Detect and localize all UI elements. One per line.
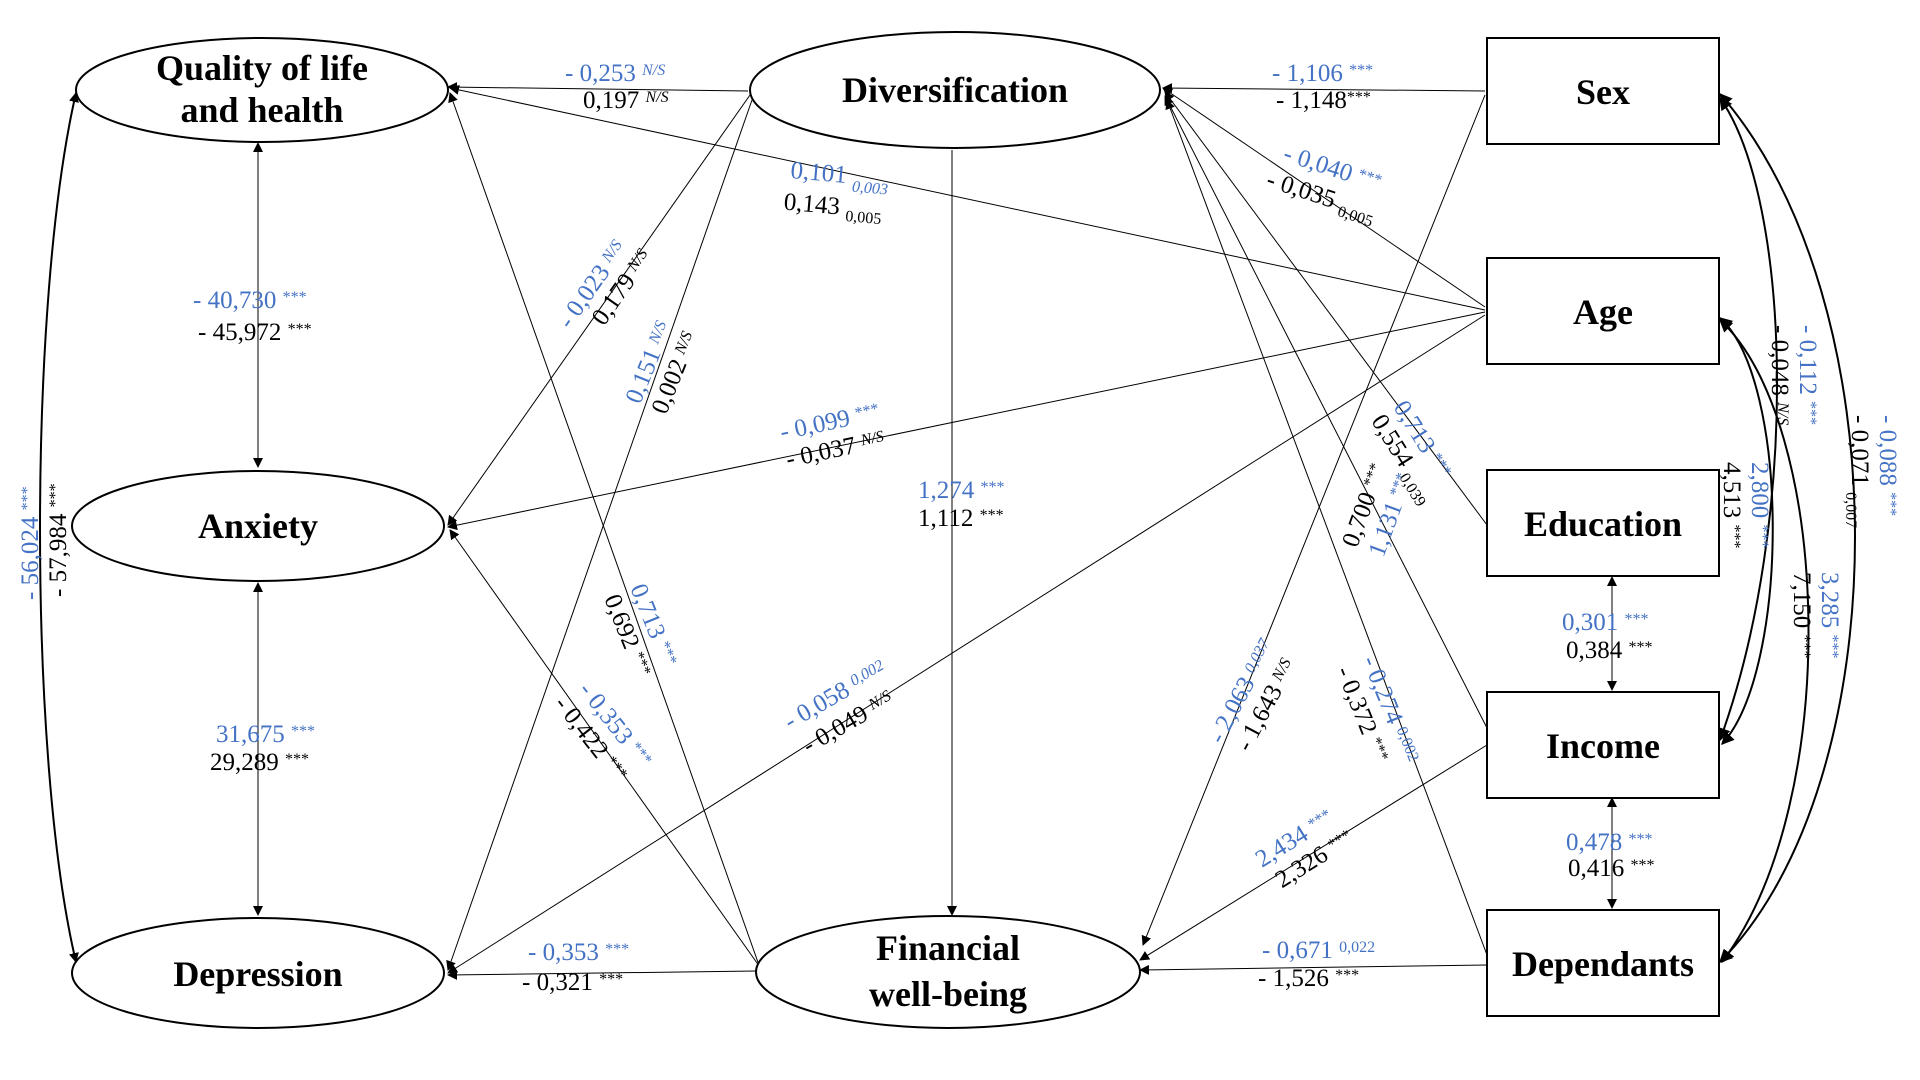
coef-inc-depd-blue: 0,478 ***: [1566, 829, 1653, 856]
node-quality-of-life: [75, 37, 449, 143]
edge-age-dependants: [1719, 319, 1810, 964]
coef-div-qol-black: 0,197 N/S: [583, 87, 669, 114]
coef-age-depd: 3,285 *** 7,150 ***: [1788, 572, 1843, 659]
coef-edu-inc-black: 0,384 ***: [1566, 637, 1653, 664]
node-dependants: [1486, 909, 1720, 1017]
coef-div-fwb-black: 1,112 ***: [918, 505, 1004, 532]
coefficients: - 0,253 N/S 0,197 N/S - 1,106 *** - 1,14…: [17, 60, 1901, 996]
node-depression: [71, 917, 445, 1029]
coef-age-inc-black: 4,513 ***: [1718, 462, 1745, 549]
node-education: [1486, 469, 1720, 577]
edge-sex-dependants: [1719, 93, 1856, 963]
coef-age-inc: 2,800 *** 4,513 ***: [1718, 462, 1773, 549]
coef-sex-age: - 0,112 *** - 0,048 N/S: [1766, 325, 1821, 425]
coef-age-qol-black: 0,143 0,005: [782, 189, 883, 228]
node-label-dependants: Dependants: [1512, 944, 1694, 984]
edge-div-qol: [447, 82, 749, 93]
coef-qol-anx-black: - 45,972 ***: [198, 319, 312, 346]
coef-qol-dep-blue: - 56,024 ***: [17, 486, 44, 600]
node-label-education: Education: [1524, 504, 1682, 544]
edge-sex-age: [1717, 96, 1779, 742]
coef-inc-fwb: 2,434 *** 2,326 ***: [1251, 806, 1354, 894]
edge-age-income: [1719, 317, 1774, 745]
coef-age-inc-blue: 2,800 ***: [1746, 462, 1773, 549]
node-income: [1486, 691, 1720, 799]
edge-sex-fwb: [1141, 94, 1486, 946]
coef-age-anx: - 0,099 *** - 0,037 N/S: [778, 400, 886, 473]
node-label-qol-1: Quality of life: [156, 48, 368, 88]
edge-div-depression: [446, 99, 753, 971]
node-label-fwb-1: Financial: [876, 928, 1020, 968]
coef-sex-div-black: - 1,148***: [1276, 87, 1371, 114]
node-financial-well-being: [755, 915, 1141, 1029]
edges: [39, 82, 1856, 980]
coef-depd-fwb-blue: - 0,671 0,022: [1262, 937, 1375, 964]
node-diversification: [749, 31, 1161, 149]
coef-qol-dep: - 56,024 *** - 57,984 ***: [17, 483, 72, 600]
coef-age-qol: 0,101 0,003 0,143 0,005: [782, 157, 890, 228]
coef-inc-depd-black: 0,416 ***: [1568, 855, 1655, 882]
edge-fwb-depression: [447, 969, 757, 980]
node-label-diversification: Diversification: [842, 70, 1068, 110]
coef-age-qol-blue: 0,101 0,003: [789, 157, 890, 198]
nodes: Quality of life and health Anxiety Depre…: [71, 31, 1720, 1029]
edge-dependants-fwb: [1139, 964, 1488, 975]
edge-age-depression: [447, 314, 1486, 974]
coef-depd-fwb-black: - 1,526 ***: [1258, 965, 1359, 992]
node-label-income: Income: [1546, 726, 1660, 766]
coef-sex-div-blue: - 1,106 ***: [1272, 60, 1373, 87]
coef-sex-depd-black: - 0,071 0,007: [1842, 415, 1873, 528]
edge-fwb-qol: [448, 92, 761, 969]
node-age: [1486, 257, 1720, 365]
coef-sex-fwb: - 2,063 0,037 - 1,643 N/S: [1203, 635, 1294, 755]
coef-fwb-qol: 0,713 *** 0,692 ***: [598, 580, 680, 678]
coef-div-dep: 0,151 N/S 0,002 N/S: [621, 318, 697, 417]
coef-sex-age-black: - 0,048 N/S: [1766, 325, 1793, 425]
coef-qol-anx-blue: - 40,730 ***: [193, 287, 307, 314]
edge-qol-depression: [39, 92, 79, 963]
coef-depd-div: - 0,274 0,002 - 0,372 ***: [1330, 652, 1422, 764]
coef-edu-inc-blue: 0,301 ***: [1562, 609, 1649, 636]
edge-age-div: [1162, 87, 1486, 308]
coef-sex-depd-blue: - 0,088 ***: [1874, 415, 1901, 516]
coef-age-depd-black: 7,150 ***: [1788, 572, 1815, 659]
coef-age-depd-blue: 3,285 ***: [1816, 572, 1843, 659]
node-label-qol-2: and health: [180, 90, 343, 130]
edge-age-qol: [449, 84, 1486, 311]
node-label-age: Age: [1573, 292, 1633, 332]
edge-sex-div: [1162, 83, 1486, 94]
coef-sex-age-blue: - 0,112 ***: [1794, 325, 1821, 425]
edge-income-div: [1164, 95, 1488, 729]
coef-qol-dep-black: - 57,984 ***: [45, 483, 72, 597]
node-label-fwb-2: well-being: [869, 974, 1027, 1014]
coef-age-div: - 0,040 *** - 0,035 0,005: [1263, 140, 1384, 230]
coef-fwb-dep-black: - 0,321 ***: [522, 969, 623, 996]
coef-fwb-dep-blue: - 0,353 ***: [528, 939, 629, 966]
edge-education-div: [1164, 91, 1488, 526]
node-sex: [1486, 37, 1720, 145]
coef-div-anx: - 0,023 N/S 0,179 N/S: [553, 237, 652, 333]
edge-fwb-anxiety: [449, 529, 763, 971]
edge-dependants-div: [1165, 99, 1488, 956]
node-label-sex: Sex: [1576, 72, 1630, 112]
coef-sex-depd: - 0,088 *** - 0,071 0,007: [1842, 415, 1901, 528]
coef-div-qol-blue: - 0,253 N/S: [565, 60, 665, 87]
coef-anx-dep-black: 29,289 ***: [210, 749, 309, 776]
edge-income-fwb: [1139, 744, 1488, 961]
node-label-anxiety: Anxiety: [198, 506, 318, 546]
coef-inc-div: 1,131 *** 0,700 ***: [1337, 461, 1411, 560]
edge-age-anxiety: [447, 311, 1486, 531]
edge-div-anxiety: [447, 94, 751, 526]
node-anxiety: [71, 470, 445, 582]
coef-div-fwb-blue: 1,274 ***: [918, 477, 1005, 504]
coef-anx-dep-blue: 31,675 ***: [216, 721, 315, 748]
node-label-depression: Depression: [173, 954, 342, 994]
coef-age-dep: - 0,058 0,002 - 0,049 N/S: [780, 657, 895, 759]
